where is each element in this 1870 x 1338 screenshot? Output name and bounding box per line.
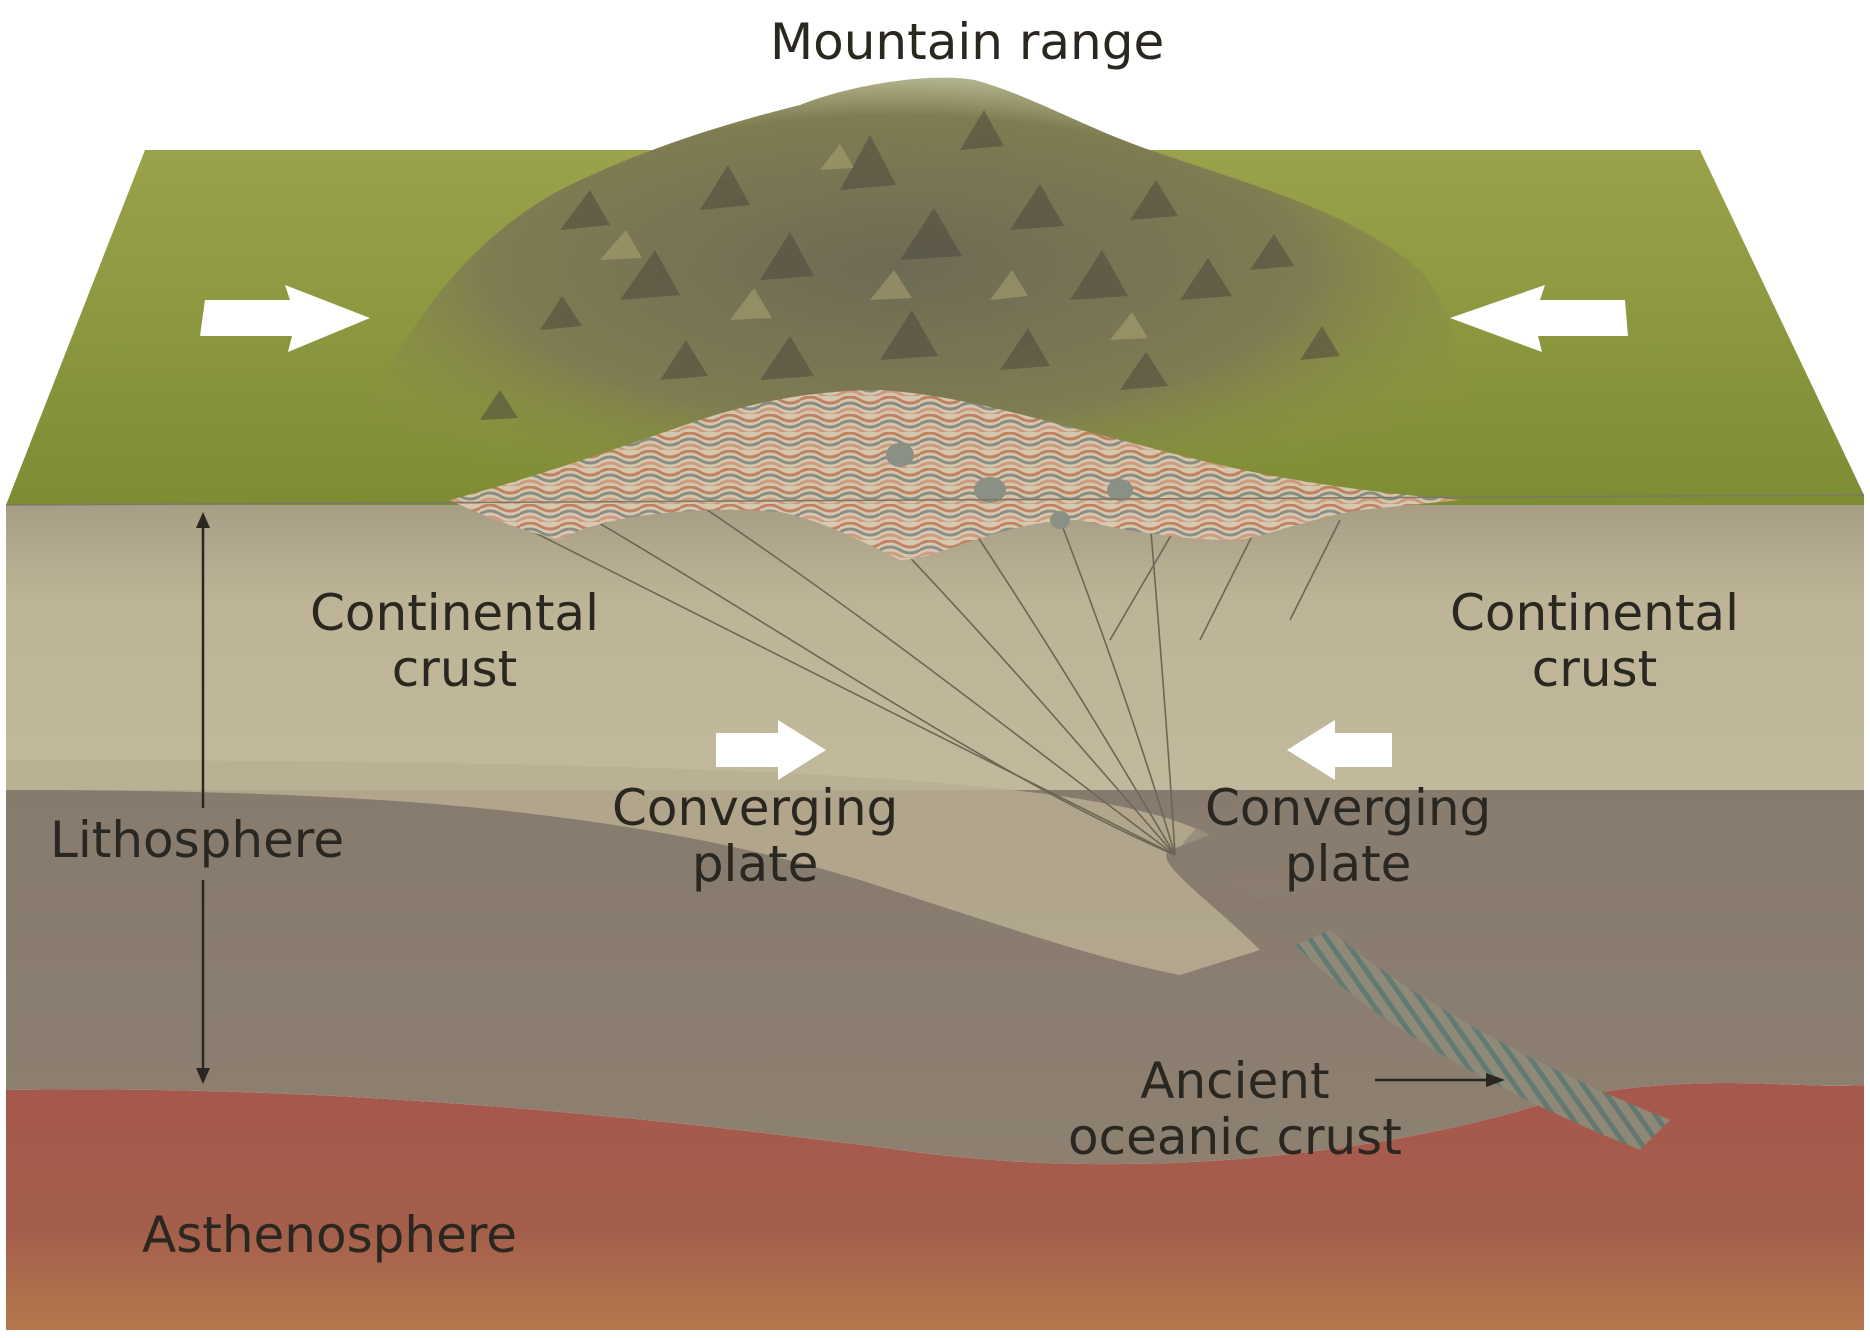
- surface-arrow-right: [1450, 285, 1628, 352]
- continental-crust-left-label: Continental crust: [310, 584, 599, 698]
- fault-lines: [469, 499, 1341, 856]
- ancient-oceanic-crust-slab: [1295, 930, 1670, 1150]
- block-top-edge: [5, 494, 1865, 506]
- mountain-massif: [330, 77, 1466, 501]
- left-plate-wedge: [6, 760, 1260, 975]
- crust-arrow-right: [1287, 720, 1392, 780]
- mountain-highlights: [600, 144, 1148, 340]
- converging-plate-left-label: Converging plate: [612, 779, 899, 893]
- converging-plate-right-label: Converging plate: [1205, 779, 1492, 893]
- mountain-rock-texture: [480, 110, 1340, 420]
- mountain-range-label: Mountain range: [770, 13, 1165, 71]
- asthenosphere-label: Asthenosphere: [142, 1206, 518, 1264]
- fold-nodules: [886, 443, 1133, 529]
- continental-crust-right-label: Continental crust: [1450, 584, 1739, 698]
- crust-arrow-left: [716, 720, 826, 780]
- lithosphere-label: Lithosphere: [50, 811, 345, 869]
- asthenosphere-layer: [6, 1083, 1864, 1330]
- ancient-crust-pointer: [1375, 1073, 1505, 1087]
- continental-crust-layer: [6, 495, 1864, 790]
- surface-arrow-left: [200, 285, 370, 352]
- right-plate-lobe: [1175, 800, 1864, 900]
- folded-strata: [450, 390, 1460, 560]
- ancient-oceanic-crust-label: Ancient oceanic crust: [1068, 1052, 1402, 1166]
- lithosphere-mantle-layer: [6, 790, 1864, 1165]
- lithosphere-double-arrow: [196, 512, 210, 1084]
